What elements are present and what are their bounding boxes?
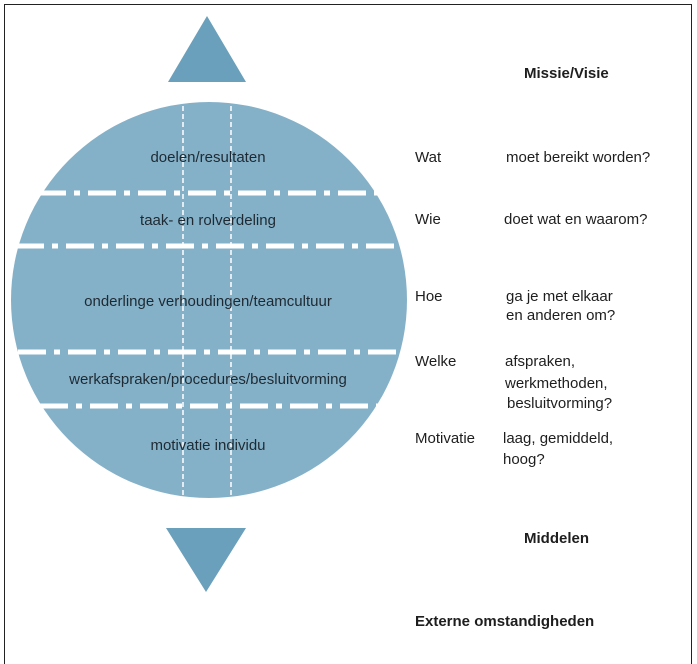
layer-label-goals: doelen/resultaten	[150, 149, 265, 166]
question-text-wat: moet bereikt worden?	[506, 149, 651, 166]
question-key-welke: Welke	[415, 353, 457, 370]
layer-label-relations: onderlinge verhoudingen/teamcultuur	[84, 293, 332, 310]
question-key-hoe: Hoe	[415, 288, 443, 305]
arrow-down	[166, 528, 246, 592]
top-label-missie-visie: Missie/Visie	[524, 65, 609, 82]
question-text-motivatie-2: hoog?	[503, 451, 545, 468]
layer-label-roles: taak- en rolverdeling	[140, 212, 276, 229]
question-text-hoe-2: en anderen om?	[506, 307, 616, 324]
arrow-up	[168, 16, 246, 82]
footer-label-externe-omstandigheden: Externe omstandigheden	[415, 613, 595, 630]
question-text-welke-1: afspraken,	[505, 353, 576, 370]
question-key-wat: Wat	[415, 149, 442, 166]
question-text-hoe-1: ga je met elkaar	[506, 288, 613, 305]
bottom-label-middelen: Middelen	[524, 530, 590, 547]
question-text-welke-3: besluitvorming?	[507, 395, 613, 412]
layer-label-motivation: motivatie individu	[150, 437, 265, 454]
question-text-welke-2: werkmethoden,	[505, 375, 608, 392]
question-text-wie: doet wat en waarom?	[504, 211, 648, 228]
question-text-motivatie-1: laag, gemiddeld,	[503, 430, 614, 447]
question-key-wie: Wie	[415, 211, 441, 228]
diagram-frame	[4, 4, 692, 664]
globe-diagram: doelen/resultaten taak- en rolverdeling …	[11, 16, 407, 592]
globe	[11, 102, 407, 498]
layer-label-procedures: werkafspraken/procedures/besluitvorming	[68, 371, 347, 388]
question-key-motivatie: Motivatie	[415, 430, 476, 447]
